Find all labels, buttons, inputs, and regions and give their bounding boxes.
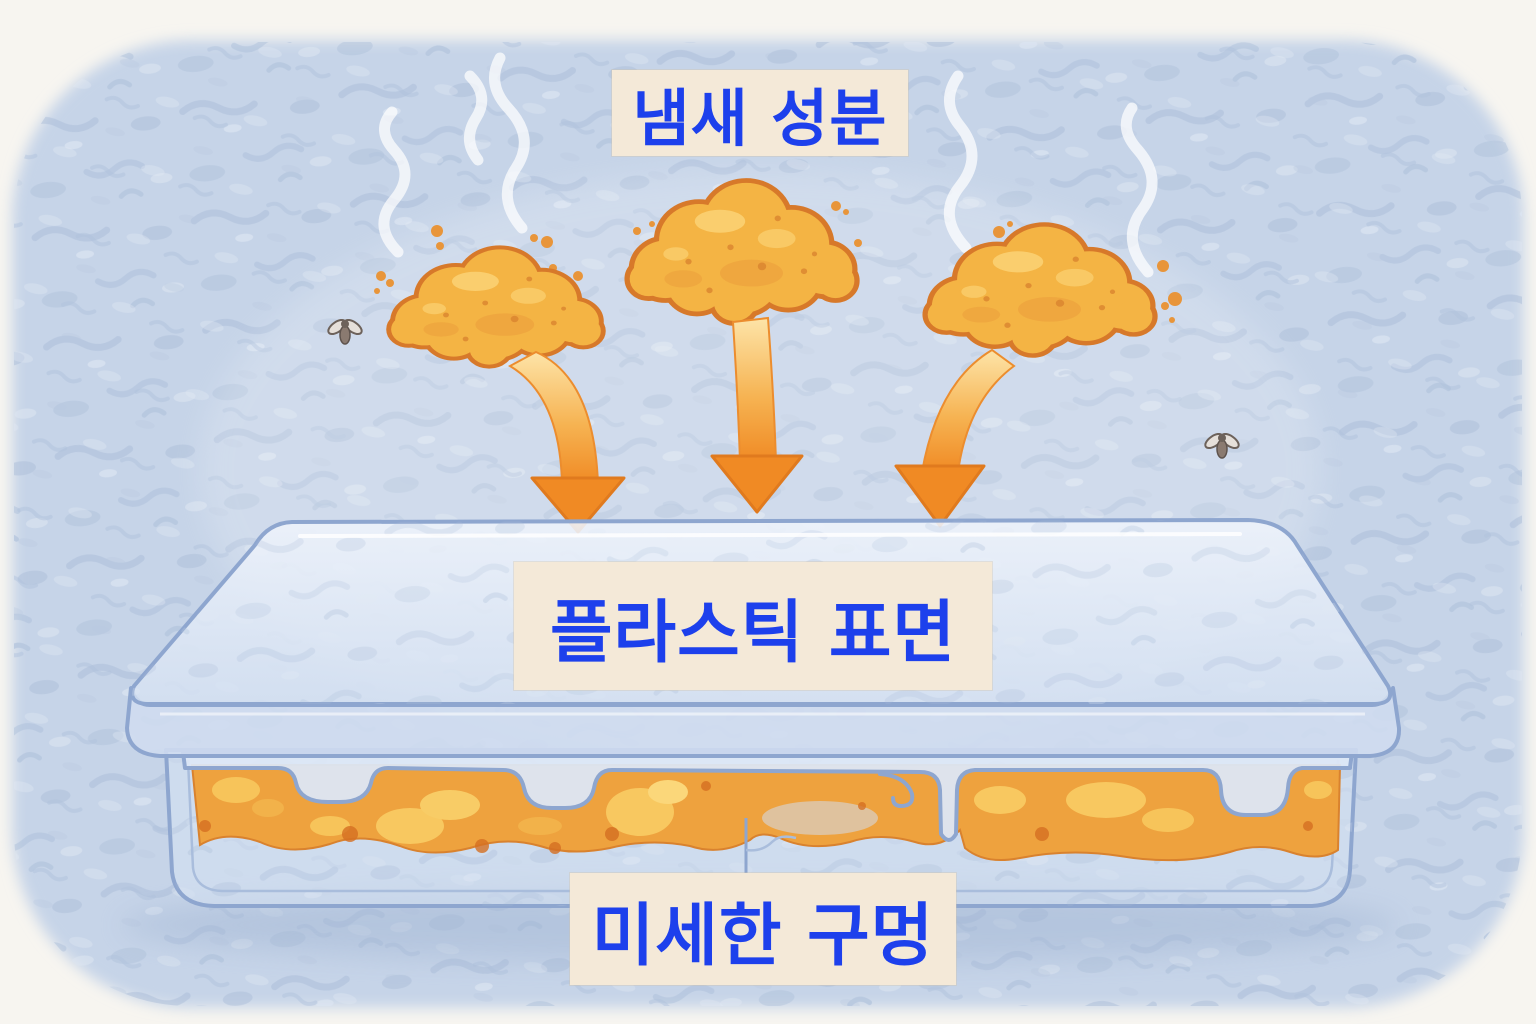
odor-particles — [374, 201, 1182, 323]
arrow-head — [530, 476, 626, 534]
odor-particle — [1168, 292, 1182, 306]
steam-icon — [489, 52, 530, 234]
food-lumps — [199, 777, 1332, 854]
label-odor-components-text: 냄새 성분 — [632, 82, 888, 155]
odor-particle — [386, 279, 394, 287]
odor-particle — [376, 271, 386, 281]
steam-icon — [464, 70, 488, 166]
fly-icon — [1204, 432, 1240, 459]
label-plastic-surface: 플라스틱 표면 — [514, 562, 992, 690]
label-micro-pores: 미세한 구멍 — [570, 873, 956, 985]
odor-particle — [1157, 260, 1169, 272]
odor-particle — [843, 209, 849, 215]
seal-hook — [878, 772, 915, 809]
arrow-down-icon — [710, 316, 804, 514]
odor-particle — [374, 288, 380, 294]
label-plastic-surface-text: 플라스틱 표면 — [549, 593, 957, 673]
arrow-head — [894, 464, 986, 528]
odor-particle — [541, 236, 553, 248]
label-micro-pores-text: 미세한 구멍 — [591, 896, 935, 976]
odor-arrows — [507, 316, 1016, 534]
odor-particle — [633, 227, 641, 235]
odor-particle — [649, 221, 655, 227]
arrow-down-icon — [507, 350, 626, 534]
lid-seal — [181, 750, 1354, 842]
steam-icon — [378, 106, 411, 258]
odor-particle — [431, 225, 443, 237]
arrow-down-icon — [894, 348, 1016, 528]
lid-highlight — [298, 532, 1242, 538]
odor-particle — [530, 234, 538, 242]
fly-icon — [327, 318, 363, 345]
divider-step — [745, 835, 797, 852]
steam-wisps — [378, 52, 1158, 278]
odor-particle — [436, 242, 444, 250]
label-odor-components: 냄새 성분 — [612, 70, 908, 156]
residue-gap — [762, 801, 878, 835]
odor-particle — [1161, 302, 1169, 310]
odor-particle — [1169, 317, 1175, 323]
odor-particle — [573, 271, 583, 281]
arrow-shaft — [731, 316, 778, 463]
odor-particle — [1007, 221, 1013, 227]
odor-particle — [993, 226, 1005, 238]
odor-particle — [831, 201, 841, 211]
steam-icon — [1120, 102, 1158, 278]
odor-particle — [854, 239, 862, 247]
arrow-head — [710, 454, 804, 514]
steam-icon — [943, 70, 978, 254]
